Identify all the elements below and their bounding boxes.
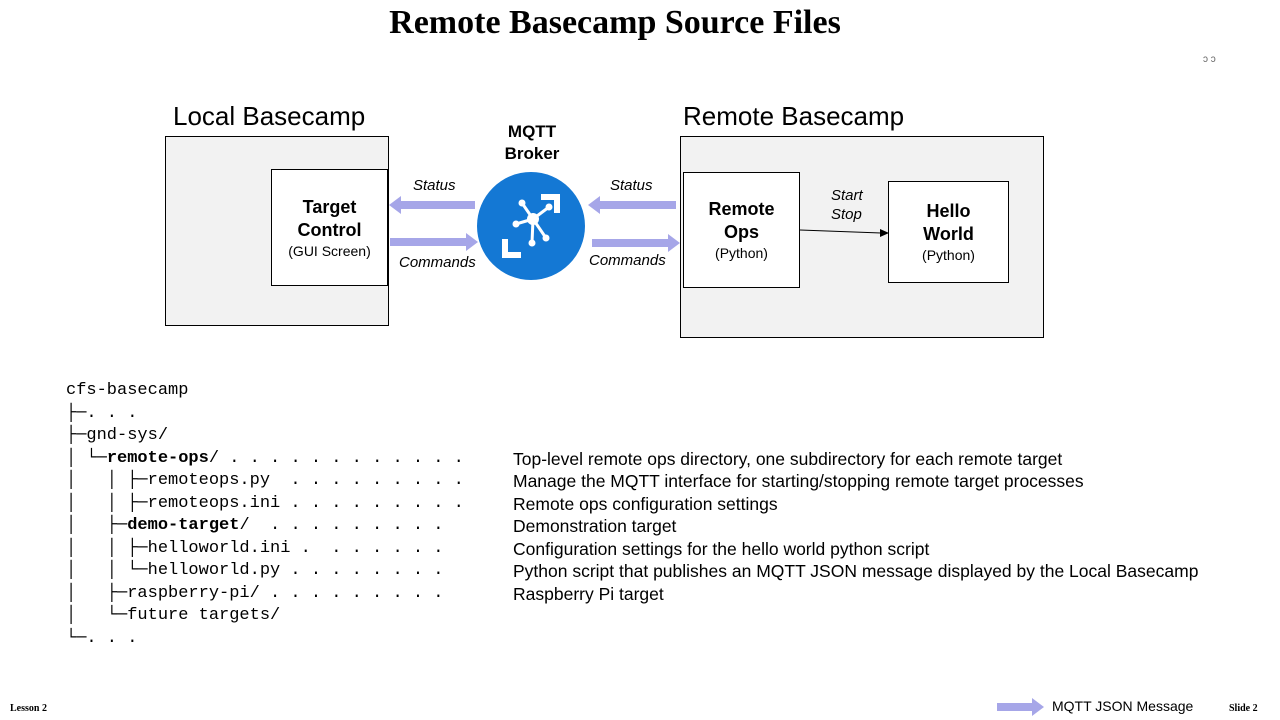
tree-path: │ ├─raspberry-pi/ . . . . . . . . . bbox=[66, 583, 444, 603]
legend-arrow bbox=[997, 698, 1044, 716]
tree-dir-name: demo-target bbox=[127, 516, 240, 535]
mqtt-broker-label-line2: Broker bbox=[504, 144, 560, 163]
tree-path: │ └─remote-ops/ . . . . . . . . . . . . bbox=[66, 448, 464, 468]
remote-ops-box: Remote Ops (Python) bbox=[683, 172, 800, 288]
commands-arrow-right bbox=[592, 234, 680, 252]
tree-path: │ │ └─helloworld.py . . . . . . . . bbox=[66, 561, 444, 580]
hello-world-box: Hello World (Python) bbox=[888, 181, 1009, 283]
start-label: Start bbox=[831, 187, 863, 204]
tree-description: Python script that publishes an MQTT JSO… bbox=[513, 561, 1199, 581]
legend-label: MQTT JSON Message bbox=[1052, 698, 1194, 714]
commands-label-right: Commands bbox=[589, 252, 666, 269]
target-control-title-1: Target bbox=[302, 196, 357, 217]
tree-row: │ ├─demo-target/ . . . . . . . . . Demon… bbox=[66, 515, 1198, 538]
tree-description: Configuration settings for the hello wor… bbox=[513, 538, 930, 559]
tree-row: ├─. . . bbox=[66, 403, 1198, 426]
tree-row: │ └─remote-ops/ . . . . . . . . . . . . … bbox=[66, 448, 1198, 471]
tree-row: │ │ ├─helloworld.ini . . . . . . . Confi… bbox=[66, 538, 1198, 561]
hello-world-title-2: World bbox=[923, 224, 974, 244]
stop-label: Stop bbox=[831, 206, 862, 223]
tree-path: │ ├─demo-target/ . . . . . . . . . bbox=[66, 516, 444, 535]
tree-path: │ └─future targets/ bbox=[66, 606, 281, 625]
commands-arrow-left bbox=[390, 233, 478, 251]
tree-path: cfs-basecamp bbox=[66, 381, 189, 400]
tree-row: │ ├─raspberry-pi/ . . . . . . . . . Rasp… bbox=[66, 583, 1198, 606]
local-basecamp-label: Local Basecamp bbox=[173, 101, 366, 131]
tree-description: Manage the MQTT interface for starting/s… bbox=[513, 471, 1084, 491]
tree-row: cfs-basecamp bbox=[66, 380, 1198, 403]
tree-dir-name: remote-ops bbox=[106, 448, 209, 468]
status-arrow-left bbox=[389, 196, 475, 214]
tree-row: │ │ ├─remoteops.py . . . . . . . . . Man… bbox=[66, 470, 1198, 493]
mqtt-broker-label-line1: MQTT bbox=[507, 122, 557, 141]
mqtt-broker-label: MQTT Broker bbox=[486, 121, 578, 165]
tree-path: │ │ ├─remoteops.py . . . . . . . . . bbox=[66, 471, 464, 490]
target-control-title-2: Control bbox=[297, 219, 362, 240]
remote-basecamp-label: Remote Basecamp bbox=[683, 101, 905, 131]
status-arrow-right bbox=[588, 196, 676, 214]
remote-ops-title-2: Ops bbox=[723, 222, 759, 242]
tree-path: │ │ ├─remoteops.ini . . . . . . . . . bbox=[66, 493, 464, 513]
tree-description: Raspberry Pi target bbox=[513, 583, 664, 604]
footer-slide-number: Slide 2 bbox=[1229, 703, 1258, 714]
tree-path: ├─gnd-sys/ bbox=[66, 426, 169, 445]
target-control-subtitle: (GUI Screen) bbox=[288, 242, 371, 259]
tree-row: │ │ ├─remoteops.ini . . . . . . . . . Re… bbox=[66, 493, 1198, 516]
tree-row: │ │ └─helloworld.py . . . . . . . . Pyth… bbox=[66, 560, 1198, 583]
tree-path: ├─. . . bbox=[66, 403, 138, 423]
status-label-left: Status bbox=[413, 177, 456, 194]
remote-ops-subtitle: (Python) bbox=[715, 245, 768, 261]
tree-row: └─. . . bbox=[66, 628, 1198, 651]
footer-lesson: Lesson 2 bbox=[10, 703, 47, 714]
corner-mark: ↄ ↄ bbox=[1203, 54, 1216, 65]
mqtt-broker-icon bbox=[477, 172, 585, 280]
remote-ops-title-1: Remote bbox=[708, 199, 775, 219]
commands-label-left: Commands bbox=[399, 254, 476, 271]
hello-world-title-1: Hello bbox=[926, 201, 971, 221]
tree-row: ├─gnd-sys/ bbox=[66, 425, 1198, 448]
target-control-box: Target Control (GUI Screen) bbox=[271, 169, 388, 286]
tree-path: │ │ ├─helloworld.ini . . . . . . . bbox=[66, 538, 444, 558]
tree-description: Demonstration target bbox=[513, 516, 677, 536]
tree-path: └─. . . bbox=[66, 628, 138, 648]
tree-description: Remote ops configuration settings bbox=[513, 493, 778, 514]
start-stop-arrow bbox=[799, 229, 882, 234]
slide-title: Remote Basecamp Source Files bbox=[389, 4, 841, 41]
tree-row: │ └─future targets/ bbox=[66, 605, 1198, 628]
directory-tree: cfs-basecamp ├─. . . ├─gnd-sys/ │ └─remo… bbox=[66, 380, 1198, 650]
hello-world-subtitle: (Python) bbox=[922, 247, 975, 263]
tree-description: Top-level remote ops directory, one subd… bbox=[513, 448, 1063, 469]
status-label-right: Status bbox=[610, 177, 653, 194]
